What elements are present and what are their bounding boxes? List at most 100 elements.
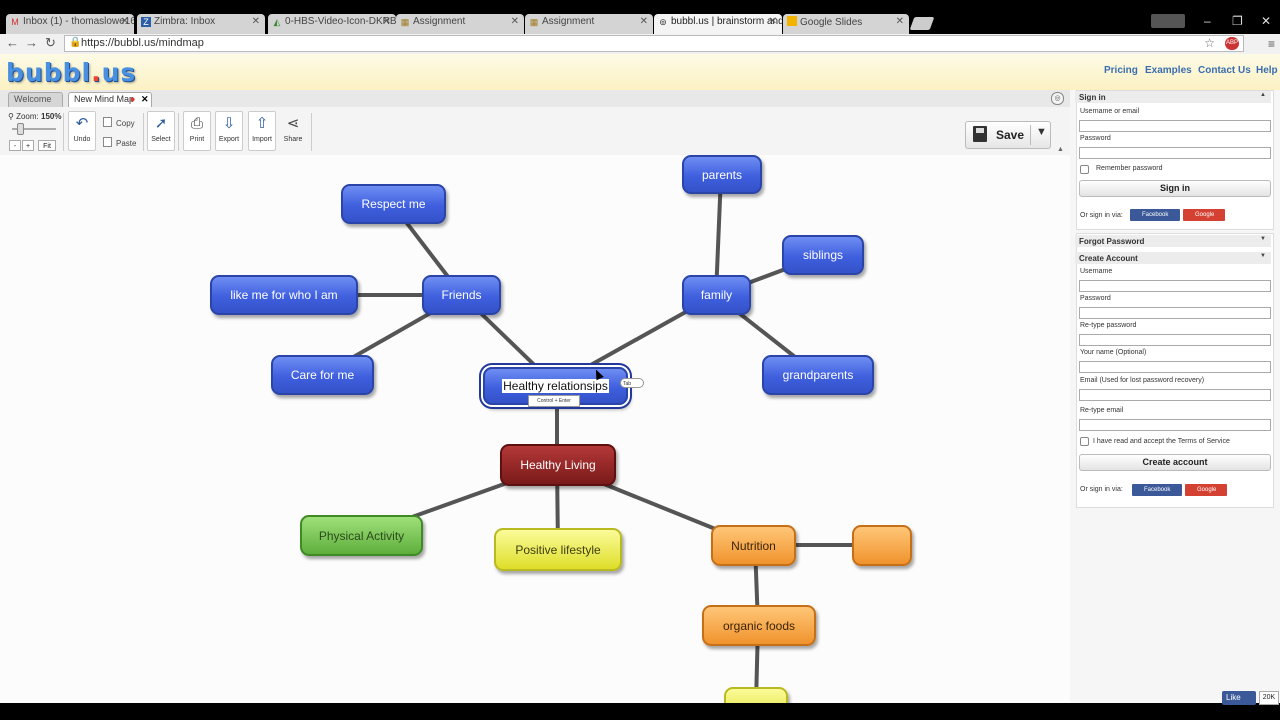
panel-toggle-icon[interactable]: ◎ bbox=[1051, 92, 1064, 105]
minimize-icon[interactable]: – bbox=[1204, 14, 1211, 28]
close-tab-icon[interactable]: ✕ bbox=[639, 16, 648, 27]
select-button[interactable]: ➚ Select bbox=[147, 111, 175, 151]
browser-tab-bubbl[interactable]: ⊚bubbl.us | brainstorm and ✕ bbox=[654, 14, 782, 34]
node-blank-yellow[interactable] bbox=[724, 687, 788, 703]
pricing-link[interactable]: Pricing bbox=[1104, 65, 1138, 76]
import-button[interactable]: ⇧ Import bbox=[248, 111, 276, 151]
retype-password-input[interactable] bbox=[1079, 334, 1271, 346]
print-button[interactable]: ⎙ Print bbox=[183, 111, 211, 151]
tab-new-mind-map[interactable]: New Mind Map ● ✕ bbox=[68, 92, 152, 107]
zoom-slider-track[interactable] bbox=[12, 128, 56, 130]
signin-password-input[interactable] bbox=[1079, 147, 1271, 159]
sign-in-header[interactable]: Sign in▲ bbox=[1075, 91, 1271, 103]
close-tab-icon[interactable]: ✕ bbox=[510, 16, 519, 27]
browser-menu-icon[interactable]: ≡ bbox=[1268, 37, 1276, 51]
zoom-value: 150% bbox=[41, 112, 62, 121]
close-tab-icon[interactable]: ✕ bbox=[141, 94, 149, 104]
zoom-slider-handle[interactable] bbox=[17, 123, 24, 135]
export-label: Export bbox=[218, 136, 240, 143]
doc-icon: ▦ bbox=[400, 17, 410, 27]
node-healthy-relationships[interactable]: Healthy relationsips bbox=[483, 367, 628, 405]
node-edit-input[interactable]: Healthy relationsips bbox=[502, 379, 609, 393]
close-tab-icon[interactable]: ✕ bbox=[120, 16, 129, 27]
node-blank-orange[interactable] bbox=[852, 525, 912, 566]
node-care-for-me[interactable]: Care for me bbox=[271, 355, 374, 395]
browser-tab-drive[interactable]: ◭0-HBS-Video-Icon-DKRBL ✕ bbox=[268, 14, 396, 34]
facebook-like-button[interactable]: Like bbox=[1222, 691, 1256, 705]
node-organic-foods[interactable]: organic foods bbox=[702, 605, 816, 646]
forgot-password-header[interactable]: Forgot Password▼ bbox=[1075, 235, 1271, 247]
forward-arrow-icon[interactable]: → bbox=[25, 35, 38, 50]
node-parents[interactable]: parents bbox=[682, 155, 762, 194]
node-grandparents[interactable]: grandparents bbox=[762, 355, 874, 395]
close-tab-icon[interactable]: ✕ bbox=[895, 16, 904, 27]
create-password-input[interactable] bbox=[1079, 307, 1271, 319]
node-friends[interactable]: Friends bbox=[422, 275, 501, 315]
browser-tab-label: Assignment bbox=[413, 16, 466, 27]
zoom-in-button[interactable]: + bbox=[22, 140, 34, 151]
create-account-header[interactable]: Create Account▼ bbox=[1075, 252, 1271, 264]
share-button[interactable]: ⋖ Share bbox=[279, 111, 307, 151]
paste-button[interactable]: Paste bbox=[103, 137, 136, 148]
node-physical-activity[interactable]: Physical Activity bbox=[300, 515, 423, 556]
node-label: Friends bbox=[441, 288, 482, 302]
browser-tab-slides[interactable]: Google Slides ✕ bbox=[783, 14, 909, 34]
new-tab-button[interactable] bbox=[909, 17, 935, 30]
terms-checkbox[interactable] bbox=[1080, 437, 1089, 446]
google-signup-button[interactable]: Google bbox=[1185, 484, 1227, 496]
zoom-fit-button[interactable]: Fit bbox=[38, 140, 56, 151]
node-respect-me[interactable]: Respect me bbox=[341, 184, 446, 224]
bubbl-logo[interactable]: bubbl.us bbox=[6, 58, 136, 87]
zimbra-icon: Z bbox=[141, 17, 151, 27]
reload-icon[interactable]: ↻ bbox=[45, 35, 56, 50]
tab-mind-map-label: New Mind Map bbox=[74, 94, 135, 104]
save-button[interactable]: Save ▼ bbox=[965, 121, 1051, 149]
collapse-toolbar-icon[interactable]: ▲ bbox=[1057, 146, 1064, 153]
examples-link[interactable]: Examples bbox=[1145, 65, 1192, 76]
mindmap-canvas[interactable]: Respect me like me for who I am Friends … bbox=[0, 155, 1070, 703]
back-arrow-icon[interactable]: ← bbox=[6, 35, 19, 50]
url-input[interactable]: 🔒 https://bubbl.us/mindmap ☆ ABP bbox=[64, 35, 1244, 52]
close-window-icon[interactable]: ✕ bbox=[1261, 14, 1272, 28]
node-siblings[interactable]: siblings bbox=[782, 235, 864, 275]
user-profile-button[interactable] bbox=[1151, 14, 1185, 28]
google-signin-button[interactable]: Google bbox=[1183, 209, 1225, 221]
tab-welcome[interactable]: Welcome bbox=[8, 92, 63, 107]
bottom-bar bbox=[0, 703, 1280, 720]
facebook-label: Facebook bbox=[1144, 487, 1171, 493]
export-button[interactable]: ⇩ Export bbox=[215, 111, 243, 151]
chevron-down-icon[interactable]: ▼ bbox=[1036, 126, 1047, 138]
close-tab-icon[interactable]: ✕ bbox=[251, 16, 260, 27]
email-input[interactable] bbox=[1079, 389, 1271, 401]
node-healthy-living[interactable]: Healthy Living bbox=[500, 444, 616, 486]
signin-username-input[interactable] bbox=[1079, 120, 1271, 132]
create-account-button[interactable]: Create account bbox=[1079, 454, 1271, 471]
maximize-icon[interactable]: ❐ bbox=[1232, 14, 1243, 28]
adblock-icon[interactable]: ABP bbox=[1225, 37, 1239, 50]
your-name-input[interactable] bbox=[1079, 361, 1271, 373]
document-tabs: Welcome New Mind Map ● ✕ ◎ bbox=[0, 90, 1070, 108]
close-tab-icon[interactable]: ✕ bbox=[382, 16, 391, 27]
node-positive-lifestyle[interactable]: Positive lifestyle bbox=[494, 528, 622, 571]
sign-in-button[interactable]: Sign in bbox=[1079, 180, 1271, 197]
remember-password-checkbox[interactable] bbox=[1080, 165, 1089, 174]
facebook-signup-button[interactable]: Facebook bbox=[1132, 484, 1182, 496]
share-label: Share bbox=[283, 136, 303, 143]
create-username-input[interactable] bbox=[1079, 280, 1271, 292]
browser-tab-assignment-1[interactable]: ▦Assignment ✕ bbox=[396, 14, 524, 34]
contact-us-link[interactable]: Contact Us bbox=[1198, 65, 1251, 76]
retype-email-input[interactable] bbox=[1079, 419, 1271, 431]
facebook-signin-button[interactable]: Facebook bbox=[1130, 209, 1180, 221]
undo-button[interactable]: ↶ Undo bbox=[68, 111, 96, 151]
close-tab-icon[interactable]: ✕ bbox=[768, 16, 777, 27]
node-like-me[interactable]: like me for who I am bbox=[210, 275, 358, 315]
zoom-out-button[interactable]: - bbox=[9, 140, 21, 151]
browser-tab-assignment-2[interactable]: ▦Assignment ✕ bbox=[525, 14, 653, 34]
bookmark-star-icon[interactable]: ☆ bbox=[1204, 36, 1215, 50]
node-family[interactable]: family bbox=[682, 275, 751, 315]
copy-button[interactable]: Copy bbox=[103, 117, 135, 128]
node-nutrition[interactable]: Nutrition bbox=[711, 525, 796, 566]
help-link[interactable]: Help bbox=[1256, 65, 1278, 76]
